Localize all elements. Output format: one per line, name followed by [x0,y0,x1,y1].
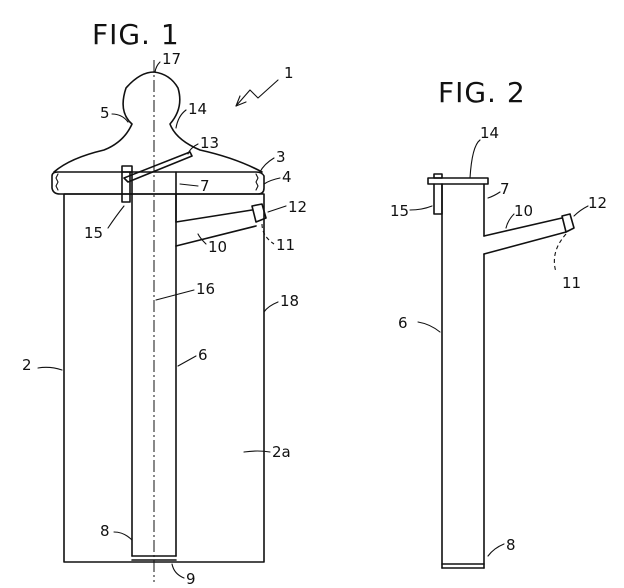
leader-13 [187,143,199,155]
clip [121,171,131,203]
fig2-leader-10 [505,213,515,229]
leader-10 [197,233,207,245]
ref-9: 9 [186,570,196,588]
figure-1: FIG. 1 [22,18,307,588]
fig1-title: FIG. 1 [92,18,180,51]
valve-knob [121,165,133,173]
ref-15: 15 [84,224,103,242]
ref-16: 16 [196,280,215,298]
ref-2a: 2a [272,443,291,461]
leader-12 [267,205,287,213]
fig2-ref-15: 15 [390,202,409,220]
ref-13: 13 [200,134,219,152]
fig2-side-arm-tip [561,213,575,233]
fig2-side-arm [483,217,567,255]
fig2-leader-15 [409,205,433,211]
ref-4: 4 [282,168,292,186]
fig2-ref-11-dashed-lead [553,233,567,273]
fig2-ref-7: 7 [500,180,510,198]
leader-16 [155,289,195,301]
ref-17: 17 [162,50,181,68]
tube-upper [131,171,177,223]
side-arm [175,209,257,247]
ref-12: 12 [288,198,307,216]
leader-9 [171,563,185,579]
fig2-cap-knob [433,173,443,179]
lid-thread-right [255,173,259,191]
leader-5 [111,113,129,123]
fig2-cap [427,177,489,185]
leader-2a [243,450,271,453]
leader-14 [175,109,187,129]
leader-18 [263,301,279,313]
fig2-leader-7 [487,191,501,199]
ref-11: 11 [276,236,295,254]
ref-1: 1 [284,64,294,82]
squeeze-bulb [53,71,263,173]
fig2-tube-walls [441,183,485,569]
fig2-leader-8 [487,543,505,557]
fig2-leader-14 [469,139,481,179]
fig2-tube-bottom [441,563,485,569]
fig2-ref-6: 6 [398,314,408,332]
fig2-ref-10: 10 [514,202,533,220]
fig2-title: FIG. 2 [438,76,526,109]
fig2-clip [433,183,443,215]
ref-3: 3 [276,148,286,166]
leader-2 [37,366,63,371]
ref-1-arrow [235,79,279,107]
ref-14: 14 [188,100,207,118]
ref-2: 2 [22,356,32,374]
side-arm-tip [251,203,267,223]
lid [51,171,265,195]
ref-5: 5 [100,104,110,122]
ref-6: 6 [198,346,208,364]
leader-8 [113,531,133,541]
leader-15 [107,205,125,229]
leader-17 [154,61,161,73]
leader-3 [259,157,275,173]
lid-thread-left [55,173,59,191]
leader-6 [177,355,197,367]
leader-4 [263,177,281,185]
ref-11-dashed-lead [261,223,275,245]
ref-7: 7 [200,177,210,195]
ref-10: 10 [208,238,227,256]
fig2-leader-12 [573,205,589,217]
container-body [63,193,265,563]
valve-flap [123,151,193,183]
fig2-ref-14: 14 [480,124,499,142]
fig2-leader-6 [417,321,441,333]
ref-8: 8 [100,522,110,540]
fig2-ref-12: 12 [588,194,607,212]
fig2-ref-8: 8 [506,536,516,554]
leader-7 [179,183,199,187]
figure-2: FIG. 2 14 15 7 10 12 11 6 8 [390,76,607,569]
ref-1-arrowhead [235,95,247,107]
fig2-ref-11: 11 [562,274,581,292]
ref-18: 18 [280,292,299,310]
